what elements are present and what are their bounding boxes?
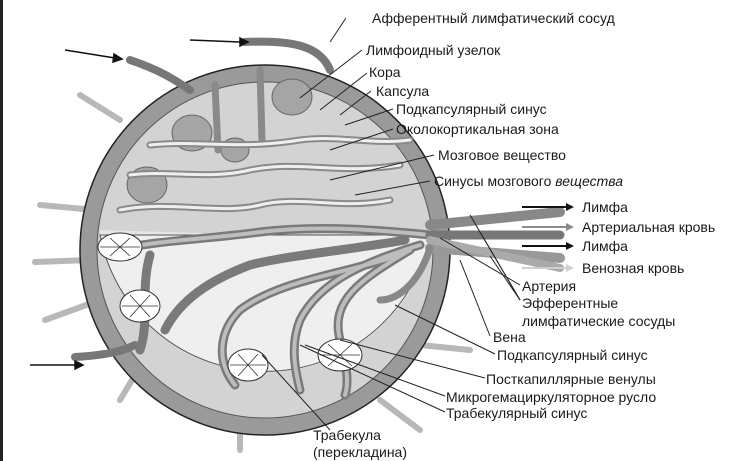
label-subcapsular-sinus-top: Подкапсулярный синус xyxy=(396,101,547,117)
label-subcapsular-sinus-bottom: Подкапсулярный синус xyxy=(497,347,648,363)
label-afferent-vessel: Афферентный лимфатический сосуд xyxy=(372,10,615,26)
label-efferent-2: лимфатические сосуды xyxy=(522,313,675,329)
label-microcirculatory-bed: Микрогемациркуляторное русло xyxy=(446,389,656,405)
label-capsule: Капсула xyxy=(376,83,429,99)
label-trabecula-2: (перекладина) xyxy=(313,444,407,460)
legend-label-lymph-2: Лимфа xyxy=(582,238,628,254)
legend-label-arterial-blood: Артериальная кровь xyxy=(582,219,715,235)
label-cortex: Кора xyxy=(369,64,401,80)
legend-label-venous-blood: Венозная кровь xyxy=(582,260,684,276)
legend-label-lymph-1: Лимфа xyxy=(582,199,628,215)
efferent-vessel xyxy=(430,212,560,225)
label-medullary-sinuses: Синусы мозгового вещества xyxy=(434,173,623,189)
label-vein: Вена xyxy=(493,329,526,345)
label-efferent-1: Эфферентные xyxy=(522,295,618,311)
label-medullary-sinuses-italic: вещества xyxy=(555,173,623,189)
label-postcapillary-venules: Посткапиллярные венулы xyxy=(486,371,656,387)
label-trabecular-sinus: Трабекулярный синус xyxy=(446,405,587,421)
label-medulla: Мозговое вещество xyxy=(438,147,566,163)
nodule xyxy=(272,79,312,115)
label-paracortex: Околокортикальная зона xyxy=(396,121,559,137)
label-medullary-sinuses-prefix: Синусы мозгового xyxy=(434,173,551,189)
label-trabecula-1: Трабекула xyxy=(313,427,381,443)
label-lymphoid-nodule: Лимфоидный узелок xyxy=(366,42,500,58)
label-artery: Артерия xyxy=(522,278,576,294)
